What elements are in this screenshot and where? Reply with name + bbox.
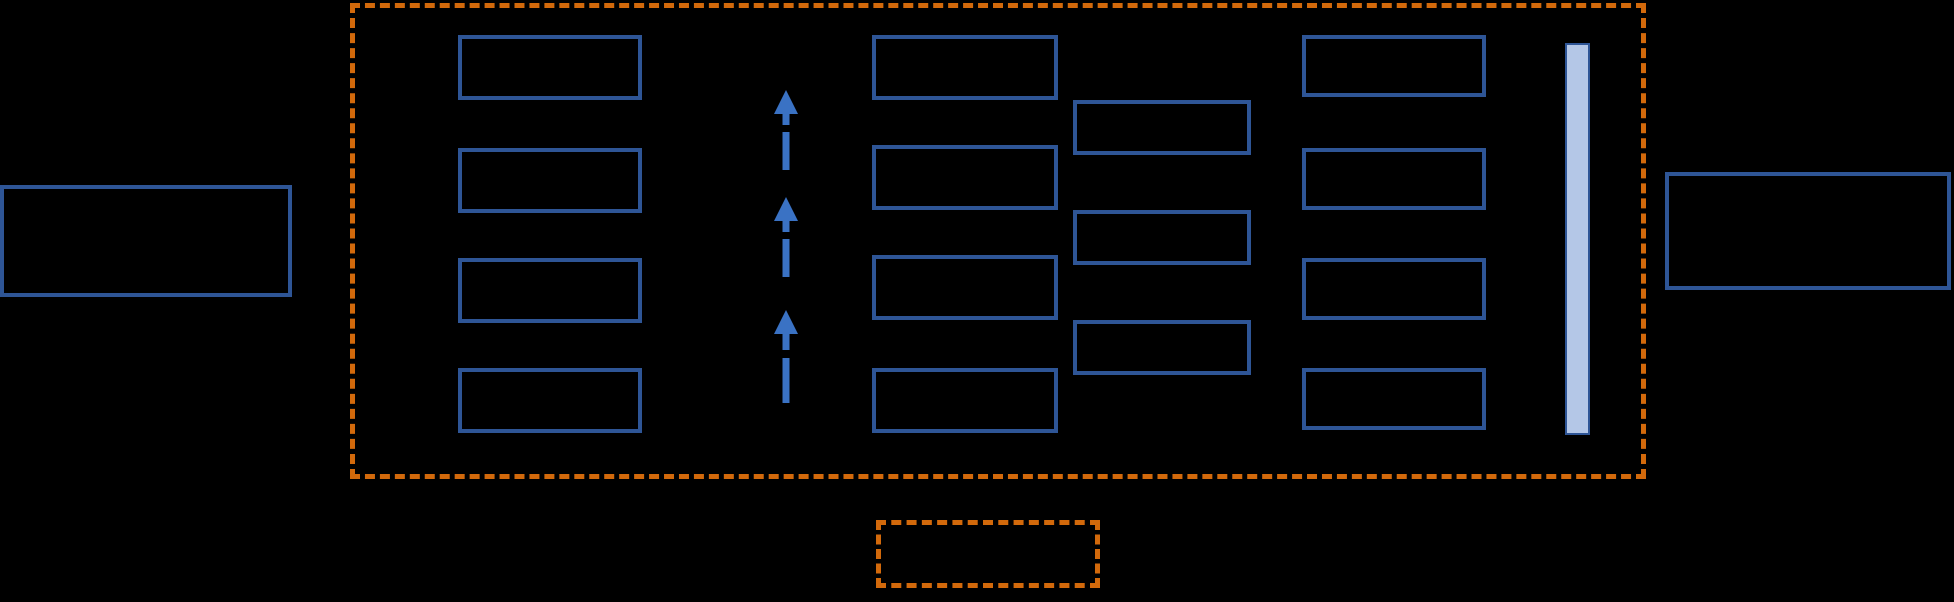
bottom-dashed-block[interactable] [876, 520, 1100, 588]
column-three-item-3[interactable] [1073, 320, 1251, 375]
column-four-item-4[interactable] [1302, 368, 1486, 430]
column-two-item-3[interactable] [872, 255, 1058, 320]
right-output-block[interactable] [1665, 172, 1951, 290]
column-one-item-2[interactable] [458, 148, 642, 213]
column-two-item-2[interactable] [872, 145, 1058, 210]
column-one-item-1[interactable] [458, 35, 642, 100]
column-four-item-3[interactable] [1302, 258, 1486, 320]
vertical-accent-bar[interactable] [1565, 43, 1590, 435]
column-one-item-3[interactable] [458, 258, 642, 323]
column-four-item-1[interactable] [1302, 35, 1486, 97]
column-four-item-2[interactable] [1302, 148, 1486, 210]
main-group-container [350, 3, 1646, 479]
flow-arrow-up-1 [773, 88, 799, 170]
flow-arrow-up-3 [773, 308, 799, 403]
column-two-item-4[interactable] [872, 368, 1058, 433]
column-three-item-1[interactable] [1073, 100, 1251, 155]
left-input-block[interactable] [0, 185, 292, 297]
column-three-item-2[interactable] [1073, 210, 1251, 265]
column-two-item-1[interactable] [872, 35, 1058, 100]
flow-arrow-up-2 [773, 195, 799, 277]
column-one-item-4[interactable] [458, 368, 642, 433]
